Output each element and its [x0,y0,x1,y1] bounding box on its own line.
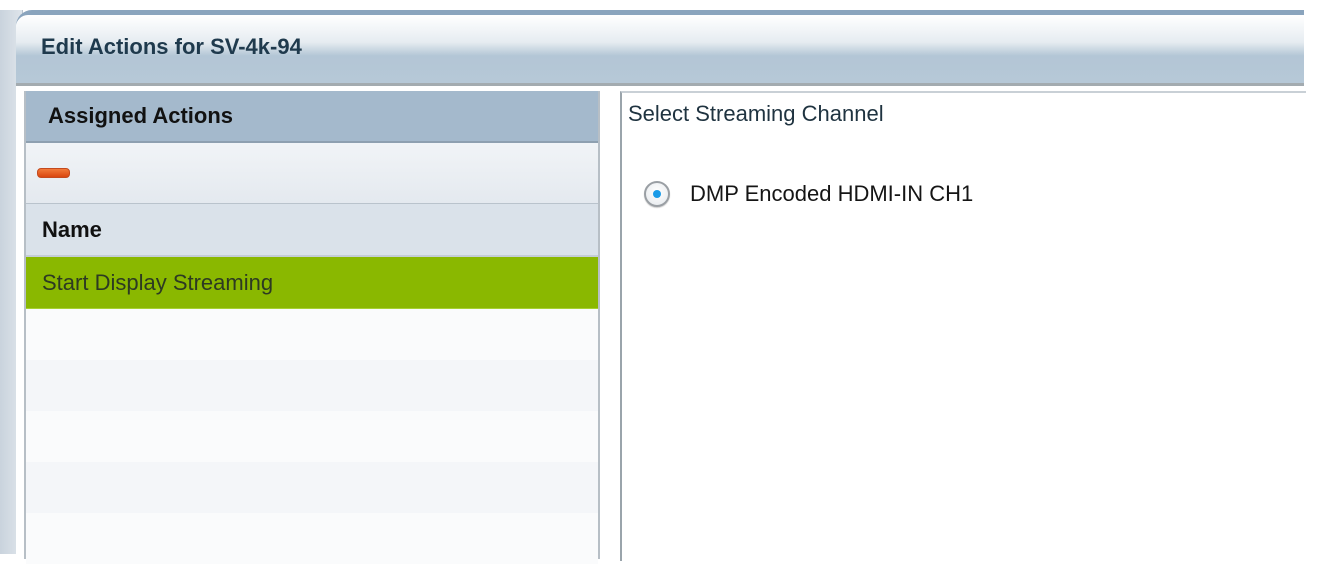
table-row-empty [26,513,598,564]
radio-checked-icon [653,190,661,198]
actions-toolbar [26,143,598,204]
radio-button[interactable] [644,181,670,207]
edit-actions-dialog: Edit Actions for SV-4k-94 Assigned Actio… [16,10,1306,564]
actions-table-body: Start Display Streaming [26,257,598,564]
dialog-title: Edit Actions for SV-4k-94 [41,34,302,59]
streaming-channel-title: Select Streaming Channel [628,101,884,126]
radio-option-label: DMP Encoded HDMI-IN CH1 [690,181,974,206]
assigned-actions-panel: Assigned Actions Name Start Display Stre… [24,91,600,564]
assigned-actions-title: Assigned Actions [48,103,233,128]
radio-option-hdmi-ch1[interactable]: DMP Encoded HDMI-IN CH1 [644,181,973,207]
table-cell-name: Start Display Streaming [42,269,274,295]
table-row-empty [26,411,598,462]
column-header-label: Name [42,216,102,242]
table-row-empty [26,462,598,513]
dialog-header: Edit Actions for SV-4k-94 [16,15,1304,86]
table-row-selected[interactable]: Start Display Streaming [26,257,598,309]
streaming-channel-panel: Select Streaming Channel DMP Encoded HDM… [620,91,1306,561]
table-row-empty [26,309,598,360]
column-header-name[interactable]: Name [26,204,598,257]
table-row-empty [26,360,598,411]
remove-action-button[interactable] [37,168,70,178]
background-text-fragment [0,170,10,184]
assigned-actions-header: Assigned Actions [26,91,598,143]
